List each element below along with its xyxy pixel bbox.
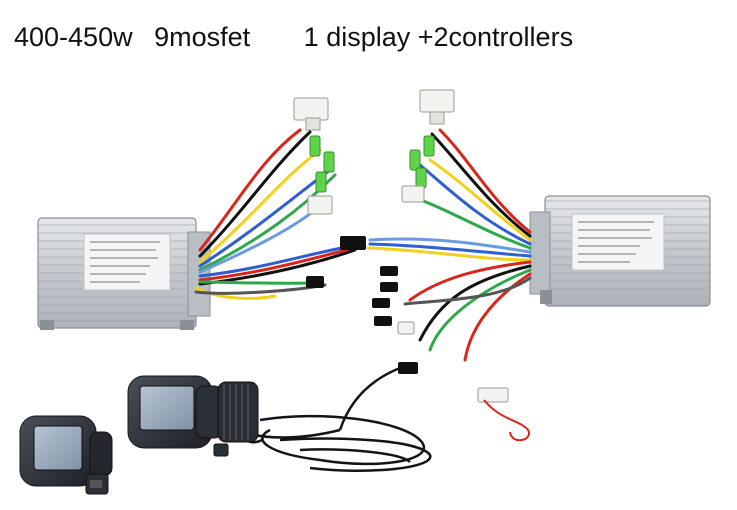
left-controller-label-lines — [90, 241, 160, 283]
hall-connector-left — [307, 195, 333, 215]
hall-connector-right — [401, 185, 425, 203]
throttle-grip-ribs — [223, 384, 249, 440]
right-controller — [529, 195, 711, 307]
key-lock-connector — [477, 387, 509, 403]
display-small-screen — [33, 425, 83, 471]
phase-connector-left — [293, 97, 329, 121]
display-unit-small — [19, 415, 113, 495]
right-controller-label-lines — [578, 221, 654, 263]
red-loop-wire — [483, 399, 530, 442]
caption-mosfet: 9mosfet — [154, 22, 251, 52]
display-large-screen — [139, 385, 195, 431]
center-black-connector — [340, 236, 366, 250]
display-unit-with-throttle — [127, 375, 259, 457]
display-cable — [228, 366, 432, 472]
left-controller — [37, 217, 211, 330]
right-controller-wires — [366, 128, 532, 362]
left-controller-connectors — [293, 97, 366, 288]
caption-power: 400-450w — [14, 22, 133, 52]
right-controller-connectors — [372, 89, 509, 403]
right-controller-label-sticker — [571, 213, 665, 271]
caption-kit: 1 display +2controllers — [303, 22, 574, 52]
left-controller-label-sticker — [83, 233, 171, 291]
phase-connector-right — [419, 89, 455, 113]
product-caption: 400-450w 9mosfet 1 display +2controllers — [14, 22, 573, 53]
